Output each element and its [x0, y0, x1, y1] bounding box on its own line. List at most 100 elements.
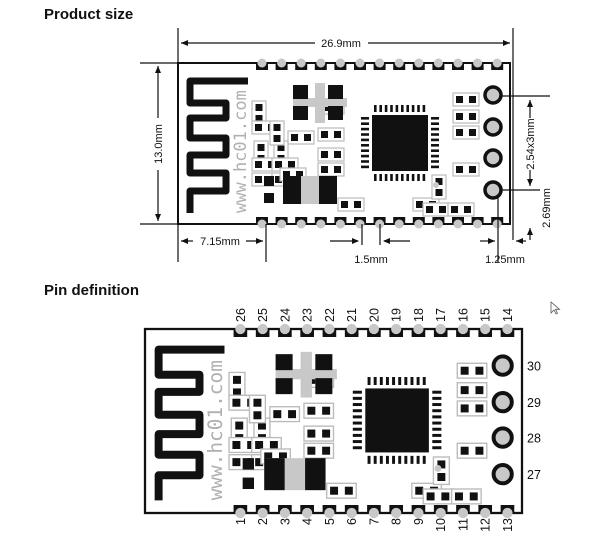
- pcb-antenna: [154, 345, 225, 501]
- crystal-pad: [293, 106, 308, 120]
- pad-hole: [473, 58, 483, 68]
- component-pad: [426, 206, 433, 213]
- pad-hole: [480, 323, 491, 335]
- component-pad: [435, 189, 443, 196]
- pad-hole: [324, 507, 335, 519]
- component-pad: [275, 176, 282, 183]
- component-pad: [233, 375, 241, 384]
- height-dimension-label: 13.0mm: [153, 124, 165, 164]
- component-pad: [288, 161, 295, 168]
- chip-pin: [432, 390, 442, 394]
- component-pad: [460, 386, 469, 395]
- chip-pin: [431, 144, 439, 147]
- component-pad: [255, 441, 264, 449]
- inductor-pad: [305, 458, 326, 491]
- crystal-pad: [275, 354, 293, 371]
- component-pad: [469, 492, 478, 501]
- pin-label-bottom: 12: [479, 518, 493, 532]
- pad-hole: [433, 58, 443, 68]
- pin-label-bottom: 8: [390, 518, 404, 525]
- component-pad: [321, 151, 328, 158]
- component-pad: [269, 441, 278, 449]
- pad-hole: [279, 507, 291, 519]
- pad-hole: [368, 507, 380, 519]
- chip-pin: [432, 433, 442, 437]
- chip-pin: [398, 455, 402, 464]
- pin-label-right: 27: [527, 468, 541, 482]
- pad-hole: [257, 58, 267, 68]
- component-pad: [469, 166, 476, 173]
- pad-hole: [435, 323, 446, 335]
- chip-pin: [392, 455, 396, 464]
- pin-label-top: 15: [479, 308, 493, 322]
- component-pad: [475, 366, 484, 375]
- chip-pin: [431, 117, 439, 120]
- chip-pin: [385, 455, 389, 464]
- component-pad: [439, 206, 446, 213]
- edge-offset-label: 1.25mm: [485, 254, 525, 266]
- chip-pin: [361, 154, 369, 158]
- component-pad: [291, 134, 298, 141]
- pad-hole: [279, 323, 291, 335]
- crystal-pad: [293, 85, 308, 99]
- chip-pin: [361, 165, 369, 169]
- chip-pin: [352, 390, 362, 394]
- chip-pin: [404, 455, 408, 464]
- through-hole: [491, 463, 514, 486]
- chip-pin: [352, 446, 362, 450]
- chip-pin: [367, 455, 371, 464]
- through-hole: [491, 426, 514, 449]
- chip-pin: [361, 122, 369, 125]
- component-pad: [257, 421, 266, 430]
- component-pad: [435, 178, 443, 185]
- component-pad: [441, 492, 450, 501]
- chip-pin: [379, 377, 383, 385]
- product-size-heading: Product size: [44, 6, 134, 23]
- chip-pin: [404, 377, 408, 385]
- chip-pin: [385, 377, 389, 385]
- component-pad: [455, 492, 463, 501]
- pin-label-top: 21: [345, 308, 359, 322]
- component-pad: [341, 201, 348, 208]
- module-board-pin-view: www.hc01.com: [143, 323, 524, 519]
- chip-pin: [432, 421, 442, 425]
- pin-label-top: 16: [456, 308, 470, 322]
- diode-pad: [242, 458, 255, 470]
- pad-hole: [413, 323, 424, 335]
- antenna-offset-label: 7.15mm: [200, 236, 240, 248]
- component-pad: [232, 398, 241, 407]
- component-pad: [278, 452, 287, 461]
- crystal-pad: [328, 106, 343, 120]
- pad-hole: [502, 323, 513, 335]
- chip-pin: [373, 377, 377, 385]
- chip-pin: [422, 455, 426, 464]
- chip-pin: [410, 455, 414, 464]
- chip-pin: [352, 403, 362, 407]
- chip-pin: [352, 433, 362, 437]
- chip-pin: [401, 174, 404, 181]
- chip-pin: [392, 377, 396, 385]
- chip-pin: [406, 105, 409, 112]
- chip-pin: [422, 105, 426, 112]
- chip-pin: [361, 160, 369, 163]
- through-hole: [491, 391, 514, 414]
- pad-hole: [335, 58, 345, 68]
- pin-label-top: 23: [301, 308, 315, 322]
- component-pad: [255, 115, 263, 122]
- chip-pin: [411, 105, 415, 112]
- pin-label-bottom: 13: [501, 518, 515, 532]
- pin-label-bottom: 1: [234, 518, 248, 525]
- mouse-cursor-icon: [550, 301, 561, 315]
- chip-pin: [390, 174, 393, 181]
- component-pad: [334, 166, 341, 173]
- component-pad: [232, 458, 241, 467]
- pad-hole: [414, 58, 424, 68]
- component-pad: [451, 206, 458, 213]
- component-pad: [296, 171, 303, 178]
- chip-pin: [398, 377, 402, 385]
- hole-pitch-label: 2.54x3mm: [525, 118, 537, 169]
- component-pad: [469, 129, 476, 136]
- component-pad: [304, 134, 311, 141]
- chip-pin: [379, 455, 383, 464]
